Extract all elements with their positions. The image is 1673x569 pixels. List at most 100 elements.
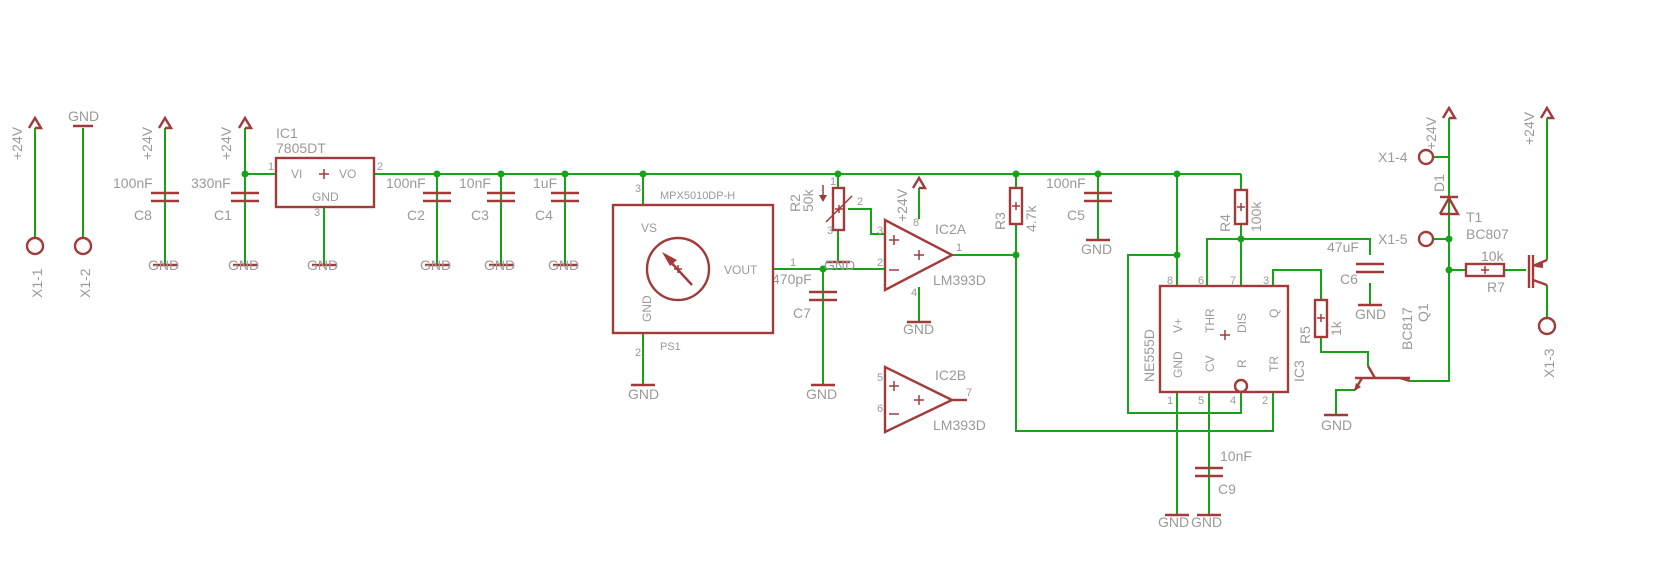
svg-text:IC2A: IC2A bbox=[935, 221, 967, 237]
svg-text:Q1: Q1 bbox=[1415, 303, 1431, 322]
svg-text:GND: GND bbox=[312, 190, 339, 204]
resistor-r7: 10k R7 bbox=[1464, 248, 1506, 295]
svg-text:1uF: 1uF bbox=[533, 175, 557, 191]
svg-text:C4: C4 bbox=[535, 207, 553, 223]
svg-text:X1-1: X1-1 bbox=[29, 268, 45, 298]
capacitor-c6: 47uF C6 bbox=[1327, 239, 1384, 287]
svg-text:GND: GND bbox=[1191, 514, 1222, 530]
capacitor-c3: 10nF C3 bbox=[459, 175, 515, 223]
svg-text:VS: VS bbox=[641, 221, 657, 235]
supply-24v-c8: +24V bbox=[139, 115, 174, 160]
svg-text:GND: GND bbox=[1081, 241, 1112, 257]
timer-ic3: V+ THR DIS Q GND CV R TR NE555D IC3 8 6 … bbox=[1141, 275, 1307, 407]
svg-text:R3: R3 bbox=[992, 212, 1008, 230]
svg-text:GND: GND bbox=[1355, 306, 1386, 322]
svg-text:1: 1 bbox=[790, 257, 796, 269]
supply-24v-d1: +24V bbox=[1423, 105, 1458, 150]
svg-text:330nF: 330nF bbox=[191, 175, 231, 191]
svg-text:IC1: IC1 bbox=[276, 125, 298, 141]
trimmer-r2: R2 50k 1 2 3 bbox=[787, 176, 863, 237]
svg-text:3: 3 bbox=[1263, 275, 1269, 287]
svg-text:D1: D1 bbox=[1431, 174, 1447, 192]
svg-text:C8: C8 bbox=[134, 207, 152, 223]
transistor-t1: T1 BC807 bbox=[1466, 209, 1548, 288]
svg-text:VI: VI bbox=[291, 167, 302, 181]
svg-text:V+: V+ bbox=[1171, 318, 1185, 333]
svg-text:+24V: +24V bbox=[1423, 116, 1439, 150]
supply-24v-1: +24V bbox=[9, 115, 44, 160]
supply-gnd-x1-2: GND bbox=[68, 108, 99, 128]
svg-text:C3: C3 bbox=[471, 207, 489, 223]
svg-text:GND: GND bbox=[640, 295, 654, 322]
connector-x1-3: X1-3 bbox=[1537, 316, 1557, 378]
transistor-q1: BC817 Q1 bbox=[1353, 303, 1431, 391]
svg-text:7805DT: 7805DT bbox=[276, 140, 326, 156]
svg-text:2: 2 bbox=[377, 161, 383, 173]
resistor-r5: R5 1k bbox=[1297, 298, 1344, 344]
svg-text:X1-2: X1-2 bbox=[77, 268, 93, 298]
svg-text:GND: GND bbox=[628, 386, 659, 402]
svg-text:C5: C5 bbox=[1067, 207, 1085, 223]
svg-text:3: 3 bbox=[635, 183, 641, 195]
ic1-regulator: VI VO GND IC1 7805DT 1 2 3 bbox=[268, 125, 383, 219]
svg-text:+24V: +24V bbox=[218, 126, 234, 160]
svg-text:R2: R2 bbox=[787, 194, 803, 212]
svg-text:GND: GND bbox=[484, 257, 515, 273]
svg-text:8: 8 bbox=[913, 217, 919, 229]
svg-text:1k: 1k bbox=[1328, 320, 1344, 336]
svg-text:4: 4 bbox=[1230, 395, 1236, 407]
svg-text:GND: GND bbox=[548, 257, 579, 273]
svg-text:5: 5 bbox=[1198, 395, 1204, 407]
svg-text:GND: GND bbox=[824, 257, 855, 273]
svg-text:2: 2 bbox=[857, 196, 863, 208]
svg-text:GND: GND bbox=[148, 257, 179, 273]
svg-text:BC807: BC807 bbox=[1466, 226, 1509, 242]
svg-text:VOUT: VOUT bbox=[724, 263, 758, 277]
connector-x1-2: X1-2 bbox=[73, 236, 93, 298]
svg-text:8: 8 bbox=[1167, 275, 1173, 287]
svg-text:5: 5 bbox=[877, 372, 883, 384]
svg-text:LM393D: LM393D bbox=[933, 272, 986, 288]
svg-text:100nF: 100nF bbox=[113, 175, 153, 191]
svg-text:T1: T1 bbox=[1466, 209, 1483, 225]
connector-x1-4: X1-4 bbox=[1378, 148, 1435, 166]
svg-text:PS1: PS1 bbox=[660, 341, 681, 353]
svg-text:50k: 50k bbox=[800, 188, 816, 212]
connector-x1-1: X1-1 bbox=[25, 236, 45, 298]
svg-text:CV: CV bbox=[1203, 355, 1217, 372]
svg-text:1: 1 bbox=[1167, 395, 1173, 407]
svg-text:7: 7 bbox=[966, 387, 972, 399]
svg-text:IC2B: IC2B bbox=[935, 367, 966, 383]
svg-text:LM393D: LM393D bbox=[933, 417, 986, 433]
svg-text:100nF: 100nF bbox=[386, 175, 426, 191]
svg-text:10k: 10k bbox=[1481, 248, 1505, 264]
svg-text:2: 2 bbox=[635, 347, 641, 359]
svg-text:C6: C6 bbox=[1340, 271, 1358, 287]
svg-text:MPX5010DP-H: MPX5010DP-H bbox=[660, 190, 735, 202]
capacitor-c1: 330nF C1 bbox=[191, 175, 259, 223]
svg-text:1: 1 bbox=[830, 176, 836, 188]
diode-d1: D1 bbox=[1431, 174, 1461, 216]
svg-text:47uF: 47uF bbox=[1327, 239, 1359, 255]
svg-text:+24V: +24V bbox=[894, 188, 910, 222]
svg-text:100k: 100k bbox=[1248, 201, 1264, 232]
svg-text:3: 3 bbox=[314, 207, 320, 219]
gnd-symbols: GND GND GND GND GND GND GND GND GND GND … bbox=[148, 238, 1386, 530]
svg-text:THR: THR bbox=[1203, 308, 1217, 333]
svg-text:GND: GND bbox=[1171, 351, 1185, 378]
resistor-r3: R3 4.7k bbox=[992, 186, 1039, 232]
svg-text:4.7k: 4.7k bbox=[1023, 205, 1039, 232]
svg-text:R7: R7 bbox=[1487, 279, 1505, 295]
svg-text:DIS: DIS bbox=[1235, 313, 1249, 333]
svg-text:R5: R5 bbox=[1297, 326, 1313, 344]
svg-text:+24V: +24V bbox=[139, 126, 155, 160]
svg-text:2: 2 bbox=[1262, 395, 1268, 407]
supply-24v-c1: +24V bbox=[218, 115, 254, 160]
svg-text:470pF: 470pF bbox=[772, 271, 812, 287]
capacitor-c4: 1uF C4 bbox=[533, 175, 579, 223]
svg-text:7: 7 bbox=[1230, 275, 1236, 287]
svg-text:VO: VO bbox=[339, 167, 356, 181]
capacitor-c7: 470pF C7 bbox=[772, 271, 837, 321]
svg-text:R: R bbox=[1235, 359, 1249, 368]
